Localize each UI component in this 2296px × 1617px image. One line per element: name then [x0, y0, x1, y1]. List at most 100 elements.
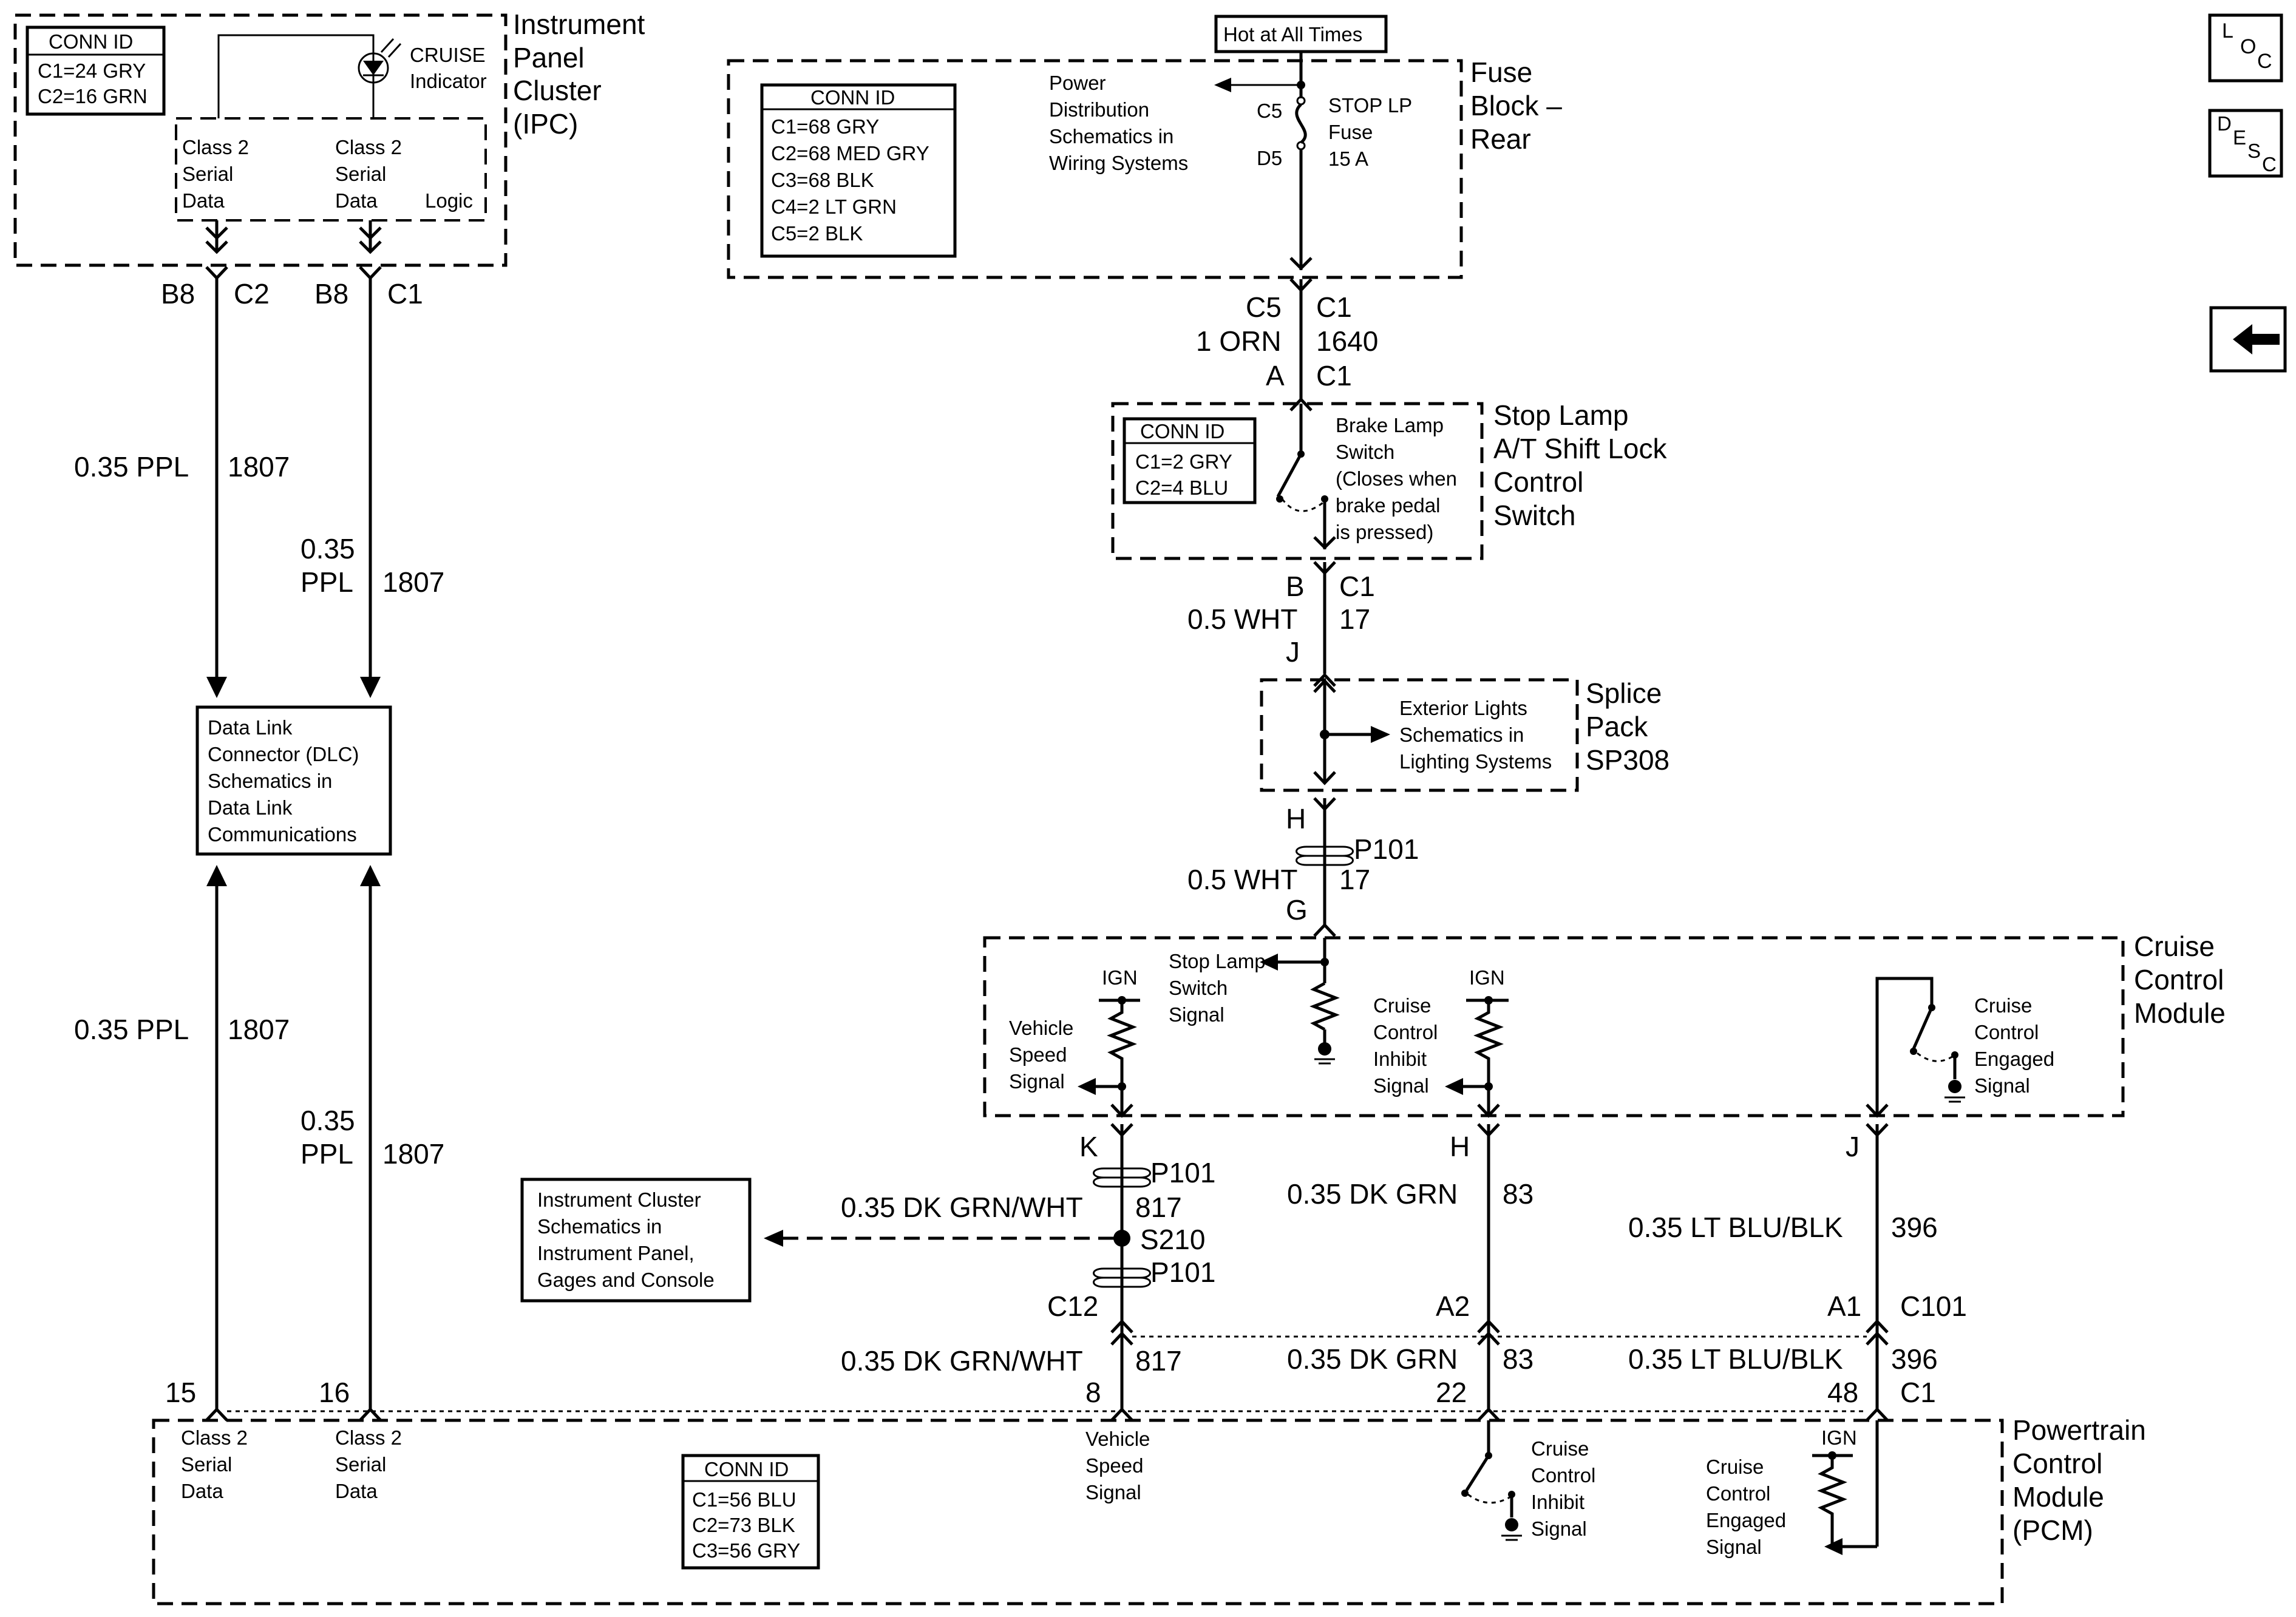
diagram-label: 83 [1503, 1343, 1533, 1375]
diagram-label: K [1079, 1131, 1098, 1162]
diagram-label: Serial [182, 163, 233, 185]
diagram-label: STOP LP [1328, 94, 1412, 117]
ground-icon [1318, 1042, 1331, 1056]
cruise-control-module: Cruise Control Module Stop Lamp Switch S… [983, 931, 2226, 1118]
diagram-label: Schematics in [1049, 125, 1173, 147]
diagram-label: C1=56 BLU [692, 1488, 796, 1511]
ipc-name-line: Instrument [513, 8, 645, 40]
fuse-conn-id: CONN ID C1=68 GRY C2=68 MED GRY C3=68 BL… [760, 83, 957, 258]
diagram-label: C2=16 GRN [38, 85, 148, 107]
diagram-label: 0.35 DK GRN [1287, 1178, 1458, 1210]
diagram-label: 83 [1503, 1178, 1533, 1210]
diagram-label: 1807 [382, 1138, 444, 1170]
diagram-label: E [2233, 126, 2246, 149]
diagram-label: Control [1706, 1482, 1770, 1505]
powertrain-control-module: Powertrain Control Module (PCM) Class 2 … [152, 1414, 2146, 1605]
diagram-label: Control [1373, 1021, 1438, 1043]
diagram-label: Speed [1009, 1043, 1067, 1066]
diagram-label: Data Link [208, 716, 293, 739]
diagram-label: 0.35 [301, 533, 355, 564]
diagram-label: C1 [1316, 291, 1352, 323]
diagram-label: CONN ID [1140, 420, 1224, 442]
ground-icon [1948, 1080, 1961, 1093]
diagram-label: 817 [1135, 1345, 1182, 1377]
diagram-label: S [2247, 140, 2261, 162]
diagram-label: Control [2012, 1448, 2102, 1479]
back-button[interactable] [2209, 306, 2287, 373]
diagram-label: 22 [1436, 1377, 1467, 1408]
diagram-label: IGN [1821, 1426, 1857, 1449]
diagram-label: Speed [1085, 1454, 1143, 1477]
diagram-label: Communications [208, 823, 357, 846]
diagram-label: Switch [1169, 977, 1228, 999]
loc-button[interactable]: L O C [2208, 13, 2283, 83]
diagram-label: C12 [1047, 1290, 1098, 1322]
ipc-conn-id: CONN ID C1=24 GRY C2=16 GRN [25, 25, 166, 116]
diagram-label: Signal [1706, 1536, 1762, 1558]
diagram-label: C3=68 BLK [771, 169, 874, 191]
diagram-label: Cluster [513, 75, 602, 106]
diagram-label: IGN [1102, 966, 1138, 989]
diagram-label: C2=73 BLK [692, 1514, 795, 1536]
wire-1807-upper [214, 278, 373, 690]
diagram-label: 16 [319, 1377, 350, 1408]
diagram-label: C1=68 GRY [771, 115, 879, 138]
diagram-label: 1807 [382, 566, 444, 598]
diagram-label: A1 [1827, 1290, 1861, 1322]
diagram-label: Class 2 [335, 136, 402, 158]
diagram-label: CONN ID [704, 1458, 789, 1480]
diagram-label: C5=2 BLK [771, 222, 863, 245]
stop-switch-conn-id: CONN ID C1=2 GRY C2=4 BLU [1123, 417, 1257, 504]
desc-button[interactable]: D E S C [2208, 109, 2283, 178]
diagram-label: 1807 [228, 1014, 290, 1045]
diagram-label: Data [335, 189, 378, 212]
diagram-label: Wiring Systems [1049, 152, 1188, 174]
diagram-label: Class 2 [182, 136, 249, 158]
diagram-label: B8 [161, 278, 195, 310]
diagram-label: C3=56 GRY [692, 1539, 800, 1562]
diagram-label: Cruise [1373, 994, 1431, 1017]
wire-1807-lower [215, 874, 372, 1411]
diagram-label: 817 [1135, 1192, 1182, 1223]
fuse-block-rear: Fuse Block – Rear CONN ID C1=68 GRY C2=6… [727, 56, 1562, 279]
diagram-label: 8 [1085, 1377, 1101, 1408]
diagram-label: Engaged [1706, 1509, 1786, 1531]
diagram-label: Cruise [1974, 994, 2032, 1017]
diagram-label: (PCM) [2012, 1514, 2093, 1546]
diagram-label: Cruise [1706, 1456, 1764, 1478]
diagram-label: L [2222, 19, 2233, 42]
diagram-label: Splice [1586, 677, 1662, 709]
diagram-label: B [1286, 571, 1305, 602]
dlc-box: Data Link Connector (DLC) Schematics in … [195, 705, 392, 856]
diagram-label: A/T Shift Lock [1493, 433, 1668, 464]
diagram-label: 0.35 DK GRN [1287, 1343, 1458, 1375]
diagram-label: Connector (DLC) [208, 743, 359, 765]
diagram-label: Module [2134, 997, 2226, 1029]
diagram-label: Hot at All Times [1223, 23, 1362, 46]
diagram-label: Cruise [1531, 1437, 1589, 1460]
diagram-label: Control [2134, 964, 2224, 995]
diagram-label: C1 [1339, 571, 1375, 602]
diagram-label: Serial [335, 1453, 386, 1476]
diagram-label: Fuse [1328, 121, 1373, 143]
diagram-label: Data Link [208, 796, 293, 819]
diagram-label: 1 ORN [1196, 325, 1282, 357]
diagram-label: C2 [234, 278, 270, 310]
diagram-label: 17 [1339, 864, 1370, 895]
diagram-label: PPL [301, 566, 353, 598]
diagram-label: Lighting Systems [1399, 750, 1552, 773]
diagram-label: CONN ID [810, 86, 895, 109]
diagram-label: Schematics in [208, 770, 332, 792]
diagram-label: 0.35 LT BLU/BLK [1628, 1212, 1843, 1243]
diagram-label: SP308 [1586, 744, 1669, 776]
diagram-label: 17 [1339, 603, 1370, 635]
diagram-label: 0.35 DK GRN/WHT [841, 1192, 1083, 1223]
diagram-label: C1 [1900, 1377, 1936, 1408]
diagram-label: Schematics in [1399, 724, 1524, 746]
diagram-label: J [1286, 636, 1300, 668]
diagram-label: Class 2 [335, 1426, 402, 1449]
diagram-label: Stop Lamp [1493, 399, 1628, 431]
diagram-label: PPL [301, 1138, 353, 1170]
diagram-label: Control [1531, 1464, 1595, 1486]
